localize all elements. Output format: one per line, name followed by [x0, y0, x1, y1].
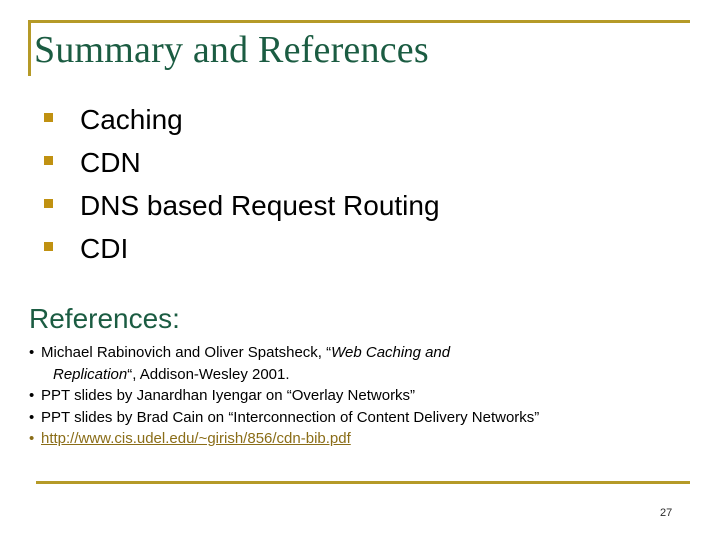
round-bullet-icon: • [29, 387, 35, 404]
title-gold-rule [28, 20, 690, 76]
footer-gold-rule [36, 481, 690, 484]
reference-text: Michael Rabinovich and Oliver Spatsheck,… [41, 342, 694, 385]
summary-bullet-list: Caching CDN DNS based Request Routing CD… [40, 100, 680, 272]
list-item: DNS based Request Routing [40, 186, 680, 229]
summary-item-label: CDI [80, 233, 129, 264]
summary-item-label: Caching [80, 104, 183, 135]
round-bullet-icon: • [29, 344, 35, 361]
reference-text: PPT slides by Janardhan Iyengar on “Over… [41, 387, 416, 404]
reference-item: • PPT slides by Brad Cain on “Interconne… [29, 407, 694, 429]
page-number: 27 [660, 507, 673, 519]
list-item: CDN [40, 143, 680, 186]
square-bullet-icon [44, 113, 53, 122]
square-bullet-icon [44, 156, 53, 165]
round-bullet-icon: • [29, 408, 35, 426]
list-item: Caching [40, 100, 680, 143]
reference-item: • PPT slides by Janardhan Iyengar on “Ov… [29, 385, 694, 407]
list-item: CDI [40, 229, 680, 272]
references-heading: References: [29, 303, 180, 334]
square-bullet-icon [44, 199, 53, 208]
reference-title-italic-line1: Web Caching and [331, 344, 451, 361]
reference-url-link[interactable]: http://www.cis.udel.edu/~girish/856/cdn-… [41, 430, 351, 447]
reference-text: PPT slides by Brad Cain on “Interconnect… [41, 408, 540, 426]
reference-tail-text: “, Addison-Wesley 2001. [127, 365, 290, 383]
reference-item-link: • http://www.cis.udel.edu/~girish/856/cd… [29, 428, 694, 450]
summary-item-label: DNS based Request Routing [80, 190, 440, 221]
reference-title-italic-line2: Replication [53, 365, 128, 383]
page-title: Summary and References [34, 29, 429, 71]
round-bullet-icon: • [29, 430, 35, 447]
square-bullet-icon [44, 242, 53, 251]
reference-item-book: • Michael Rabinovich and Oliver Spatshec… [29, 342, 694, 385]
reference-lead-text: Michael Rabinovich and Oliver Spatsheck,… [41, 344, 332, 361]
reference-text: http://www.cis.udel.edu/~girish/856/cdn-… [41, 428, 694, 450]
summary-item-label: CDN [80, 147, 141, 178]
references-list: • Michael Rabinovich and Oliver Spatshec… [29, 342, 694, 450]
